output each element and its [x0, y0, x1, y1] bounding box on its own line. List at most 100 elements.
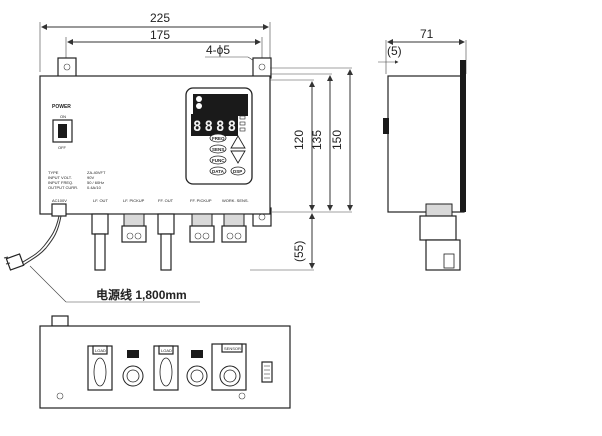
- power-label: POWER: [52, 104, 71, 110]
- power-off-label: OFF: [58, 145, 67, 150]
- screw-icon: [238, 392, 246, 400]
- ff-out-plug: [157, 213, 175, 235]
- plug-pin-icon: [5, 262, 11, 265]
- load-label-1: LOAD: [95, 348, 106, 353]
- down-arrow-icon: [230, 150, 246, 164]
- load-terminal-2-shape: [159, 357, 173, 387]
- load-label-box-2: [158, 345, 174, 355]
- side-connector-body: [419, 215, 457, 241]
- work-sens-connector: [223, 213, 245, 227]
- connector-label-lfpickup: LF. PICKUP: [123, 198, 145, 203]
- bottom-cable-stub: [51, 315, 69, 327]
- vertical-dimensions: 120 135 150 (55): [250, 67, 353, 271]
- freq-key: [209, 133, 227, 143]
- sensor-label: SENSOR: [224, 346, 241, 351]
- ff-out-cable: [160, 233, 172, 271]
- power-cable: [19, 215, 60, 265]
- spec-value-2: 50 / 60Hz: [87, 180, 104, 185]
- mount-hole-icon: [63, 63, 71, 71]
- spec-label-1: INPUT VOLT.: [48, 175, 72, 180]
- spec-label-0: TYPE: [48, 170, 59, 175]
- connector-label-lfout: LF. OUT: [93, 198, 108, 203]
- connector-label-worksens: WORK. SENS.: [222, 198, 249, 203]
- ff-pickup-pin-icon: [202, 232, 210, 240]
- lf-pickup-connector: [123, 213, 145, 227]
- side-offset-label: (5): [387, 44, 402, 58]
- work-sens-pin-icon: [226, 232, 234, 240]
- lf-pickup-pin-icon: [126, 232, 134, 240]
- front-view: POWER ON OFF TYPE INPUT VOLT. INPUT FREQ…: [3, 57, 272, 271]
- ff-pickup-pin-icon: [194, 232, 202, 240]
- dim-135-label: 135: [310, 130, 324, 150]
- indicator-icon: [239, 121, 246, 126]
- spec-plate: TYPE INPUT VOLT. INPUT FREQ. OUTPUT CURR…: [48, 170, 106, 190]
- lf-out-cable: [94, 233, 106, 271]
- spec-label-2: INPUT FREQ.: [48, 180, 73, 185]
- sensor-label-box: [221, 343, 243, 353]
- func-key: [209, 155, 227, 165]
- bottom-view: LOAD LOAD SENSOR: [39, 315, 291, 409]
- spec-value-3: 0.4A/10: [87, 185, 102, 190]
- dim-175-label: 175: [150, 28, 170, 42]
- holes-label: 4-ϕ5: [206, 43, 230, 57]
- load-terminal-1-shape: [93, 357, 107, 387]
- mount-tab-top-left: [57, 57, 77, 79]
- dsp-key: [230, 166, 246, 176]
- spec-value-1: 90V: [87, 175, 94, 180]
- dimension-225: 225: [39, 11, 271, 72]
- power-on-label: ON: [60, 114, 66, 119]
- lf-pickup-body: [121, 225, 147, 243]
- dim-55-label: (55): [292, 241, 306, 262]
- func-key-label: FUNC: [212, 158, 225, 163]
- connector-label-ffout: FF. OUT: [158, 198, 174, 203]
- work-sens-body: [221, 225, 247, 243]
- dsp-key-label: DSP: [233, 169, 242, 174]
- spec-value-0: ZA-40VFT: [87, 170, 106, 175]
- ff-pickup-connector: [191, 213, 213, 227]
- side-housing: [387, 75, 465, 213]
- indicator-icon: [239, 127, 246, 132]
- screw-icon: [56, 392, 64, 400]
- mount-tab-top-right: [252, 57, 272, 79]
- pickup-block-1: [127, 350, 139, 358]
- lf-pickup-pin-icon: [134, 232, 142, 240]
- work-sens-pin-icon: [234, 232, 242, 240]
- data-key: [209, 166, 227, 176]
- spec-label-3: OUTPUT CURR.: [48, 185, 78, 190]
- mount-hole-icon: [258, 63, 266, 71]
- side-view: 71 (5): [378, 27, 467, 271]
- freq-key-label: FREQ: [212, 136, 225, 141]
- side-plug: [425, 239, 461, 271]
- cable-length-label: 电源线 1,800mm: [96, 287, 187, 302]
- lf-out-plug: [91, 213, 109, 235]
- control-panel: 8888 FREQ SENS. FUNC DATA DSP: [185, 87, 253, 185]
- power-plug: [5, 253, 25, 271]
- sensor-ring-inner: [223, 369, 237, 383]
- data-key-label: DATA: [212, 169, 225, 174]
- aux-connector: [261, 361, 273, 383]
- status-led-icon: [196, 103, 202, 109]
- up-arrow-icon: [230, 135, 246, 149]
- connector-label-ac: AC100V: [52, 198, 67, 203]
- status-strip: [193, 94, 248, 116]
- sens-key: [209, 144, 227, 154]
- side-depth-label: 71: [420, 27, 434, 41]
- ff-pickup-body: [189, 225, 215, 243]
- pickup-ring-inner-1: [126, 369, 140, 383]
- seven-segment-display: [191, 114, 238, 136]
- pickup-block-2: [191, 350, 203, 358]
- side-plug-latch-icon: [443, 253, 455, 269]
- cable-callout: 电源线 1,800mm: [29, 265, 200, 303]
- plug-pin-icon: [3, 256, 9, 259]
- pickup-ring-inner-2: [190, 369, 204, 383]
- sens-key-label: SENS.: [212, 147, 226, 152]
- connector-label-ffpickup: FF. PICKUP: [190, 198, 212, 203]
- indicator-icon: [239, 115, 246, 120]
- side-switch: [383, 118, 389, 134]
- dim-225-label: 225: [150, 11, 170, 25]
- power-switch-rocker: [58, 124, 67, 138]
- status-led-icon: [196, 96, 202, 102]
- ac-cable-gland: [51, 203, 67, 217]
